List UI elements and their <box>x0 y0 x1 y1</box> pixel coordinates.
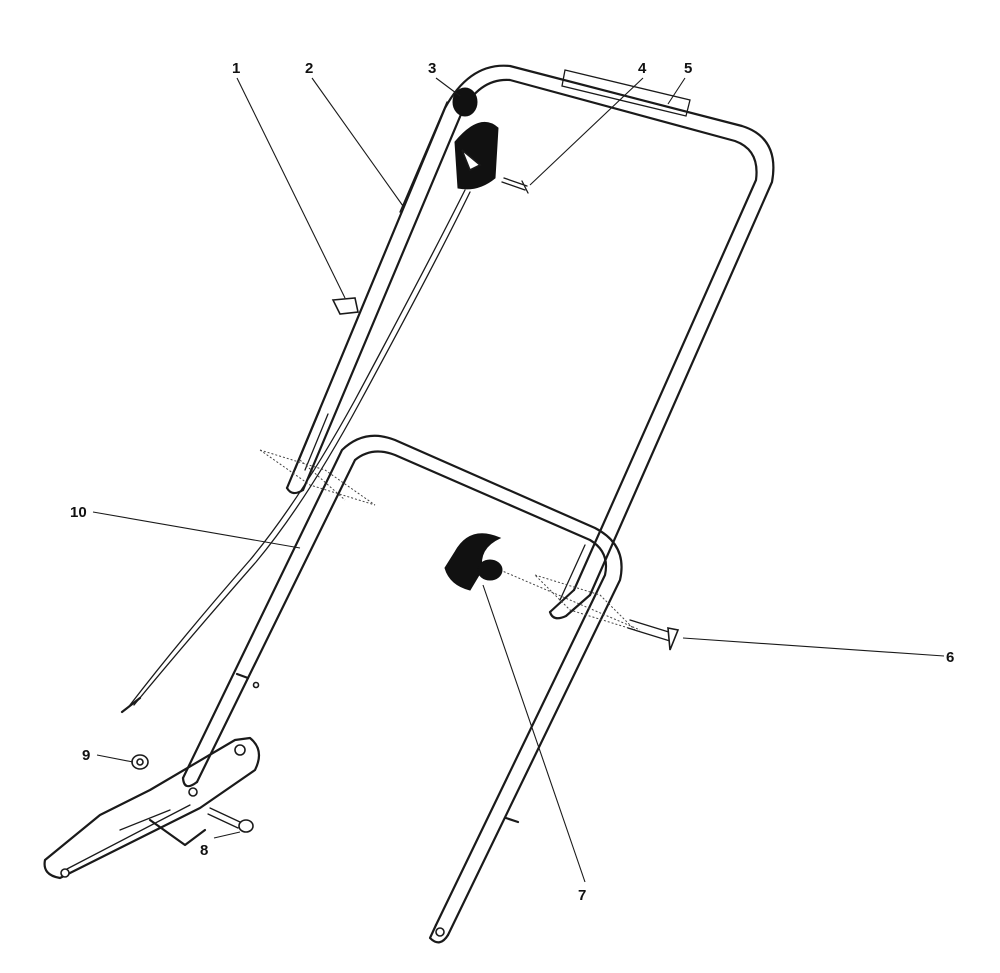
grip-knob-icon <box>452 87 478 117</box>
label-part-6: 6 <box>946 649 954 666</box>
upper-handle <box>285 64 775 620</box>
bolt-icon <box>207 807 254 833</box>
label-part-3: 3 <box>428 60 436 77</box>
throttle-lever-icon <box>454 121 499 190</box>
throttle-control <box>452 87 529 194</box>
lower-handle <box>181 434 623 944</box>
screw-icon <box>501 177 529 194</box>
deck-bracket <box>43 736 261 880</box>
label-part-8: 8 <box>200 842 208 859</box>
carriage-bolt-icon <box>627 619 680 651</box>
control-cable <box>120 189 471 714</box>
label-part-5: 5 <box>684 60 692 77</box>
label-part-7: 7 <box>578 887 586 904</box>
leader-lines <box>92 77 945 883</box>
cable-clip-icon <box>331 297 359 315</box>
label-part-1: 1 <box>232 60 240 77</box>
label-part-2: 2 <box>305 60 313 77</box>
wing-knob-icon <box>444 533 503 591</box>
label-part-9: 9 <box>82 747 90 764</box>
label-part-10: 10 <box>70 504 87 521</box>
label-part-4: 4 <box>638 60 647 77</box>
part-labels: 1 2 3 4 5 6 7 8 9 10 <box>70 60 954 904</box>
nut-icon <box>131 754 149 770</box>
